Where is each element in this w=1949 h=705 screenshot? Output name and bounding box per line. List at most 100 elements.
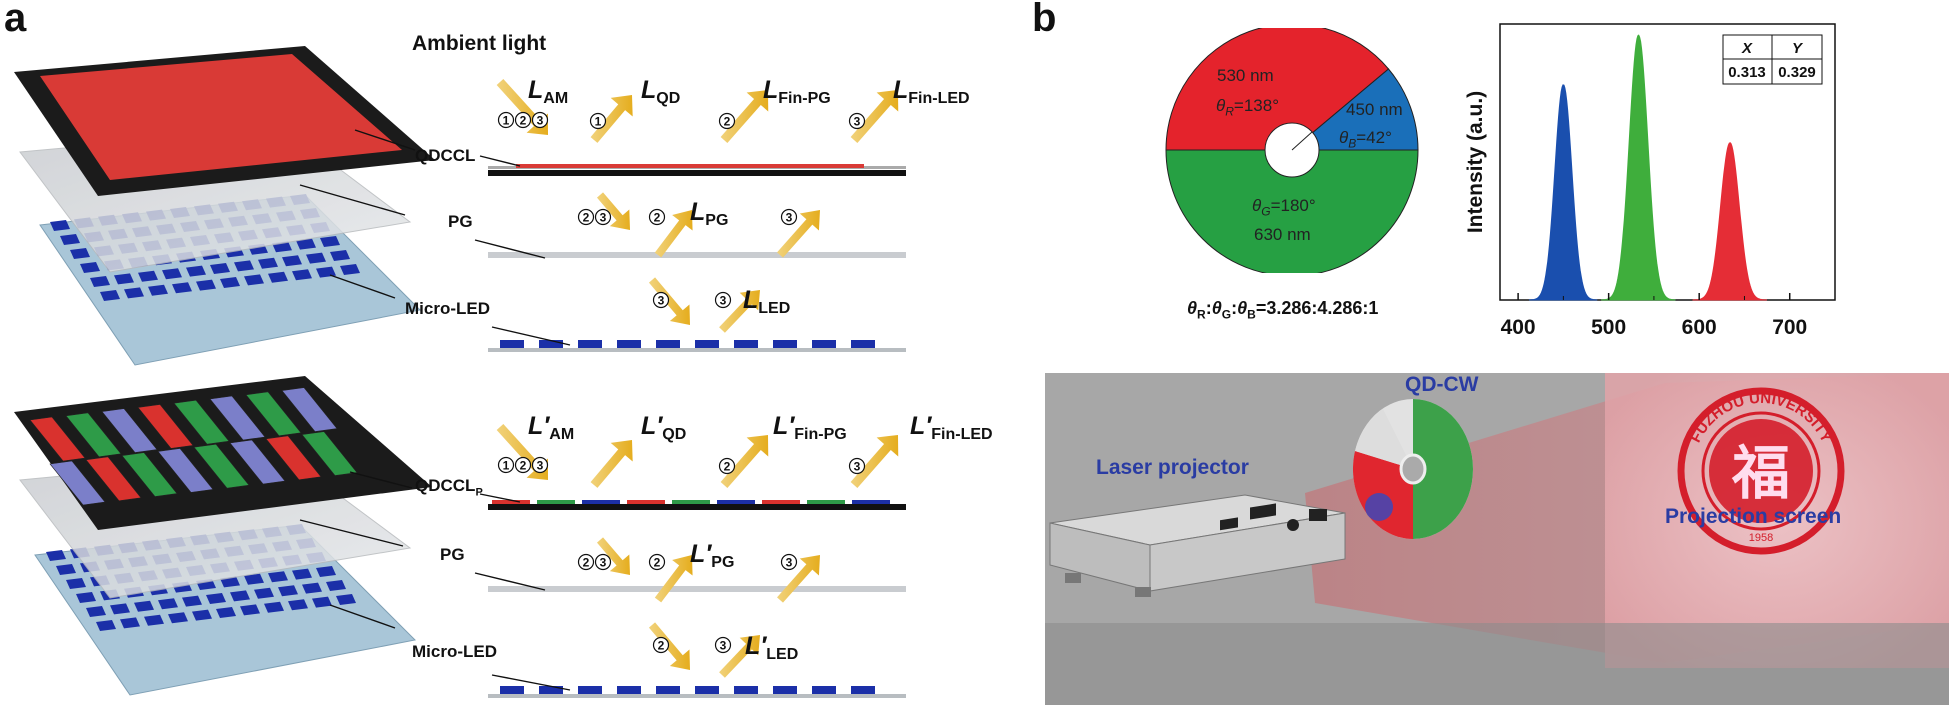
light-arrow	[777, 555, 820, 603]
micro-led-chip	[182, 595, 202, 607]
micro-led-chip	[258, 257, 278, 269]
micro-led-chip	[254, 587, 274, 599]
x-tick-label: 700	[1772, 316, 1807, 339]
micro-led-chip	[268, 571, 288, 583]
panel-a-illustration	[14, 46, 906, 698]
light-arrow	[777, 210, 820, 258]
light-arrow	[654, 210, 693, 258]
micro-led-chip	[234, 260, 254, 272]
micro-led-chip	[773, 686, 797, 694]
x-tick-label: 400	[1501, 316, 1536, 339]
color-strip	[157, 448, 214, 493]
micro-led-chip	[86, 606, 106, 617]
pie-label-red-angle: θR=138°	[1216, 96, 1279, 119]
cie-header-y: Y	[1792, 40, 1804, 57]
light-arrows	[496, 78, 899, 678]
micro-led-chip	[336, 594, 356, 605]
pie-label-green-nm: 630 nm	[1254, 225, 1311, 244]
micro-led-chip	[578, 340, 602, 348]
bottom-pg-label: PG	[440, 545, 465, 564]
light-arrow	[654, 555, 693, 603]
color-strip-cross-section	[537, 500, 575, 504]
micro-led-chip	[220, 277, 240, 288]
micro-led-chip	[168, 612, 188, 624]
micro-led-chip	[66, 578, 86, 589]
micro-led-chip	[206, 593, 226, 604]
color-strip	[229, 439, 286, 485]
micro-led-chip	[114, 273, 134, 285]
color-strip	[29, 416, 86, 462]
micro-led-chip	[268, 271, 288, 283]
color-strip-cross-section	[717, 500, 755, 504]
micro-led-chip	[278, 585, 298, 597]
laser-projector-device	[1049, 494, 1346, 597]
micro-led-chip	[500, 340, 524, 348]
color-strip	[281, 387, 338, 432]
micro-led-chip	[46, 550, 66, 561]
micro-led-chip	[50, 220, 70, 231]
light-arrow	[719, 635, 760, 678]
color-strip	[209, 395, 266, 441]
micro-led-chip	[192, 609, 212, 621]
micro-led-chip	[539, 340, 563, 348]
micro-led-chip	[158, 598, 178, 610]
projection-screen-label: Projection screen	[1665, 505, 1842, 528]
micro-led-chip	[296, 238, 316, 250]
color-strip	[301, 431, 358, 476]
y-axis-label: Intensity (a.u.)	[1464, 91, 1487, 233]
ambient-light-title: Ambient light	[412, 32, 547, 55]
micro-led-chip	[656, 340, 680, 348]
panel-a-letter: a	[4, 0, 27, 40]
micro-led-chip	[138, 270, 158, 282]
micro-led-chip	[264, 601, 284, 613]
micro-led-chip	[812, 686, 836, 694]
micro-led-chip	[695, 686, 719, 694]
micro-led-chip	[120, 617, 140, 629]
micro-led-chip	[70, 248, 90, 259]
top-L-QD: LQD	[641, 76, 681, 107]
top-pg-label: PG	[448, 212, 473, 231]
light-arrow	[720, 90, 769, 143]
micro-led-chip	[617, 686, 641, 694]
color-strip	[193, 443, 250, 489]
micro-led-chip	[244, 573, 264, 585]
micro-led-chip	[210, 263, 230, 274]
bottom-cross-section	[474, 493, 906, 698]
color-strip	[137, 404, 194, 449]
micro-led-chip	[110, 603, 130, 615]
micro-led-chip	[288, 599, 308, 611]
spectrum-peak-0	[1528, 84, 1598, 301]
qd-cw-label: QD-CW	[1405, 373, 1479, 396]
color-strip-cross-section	[672, 500, 710, 504]
micro-led-chip	[851, 686, 875, 694]
pie-label-blue-nm: 450 nm	[1346, 100, 1403, 119]
micro-led-chip	[656, 686, 680, 694]
theta-ratio: θR:θG:θB=3.286:4.286:1	[1187, 298, 1379, 322]
svg-text:福: 福	[1731, 441, 1790, 506]
color-strip	[49, 460, 106, 506]
svg-text:1958: 1958	[1749, 532, 1773, 544]
color-strip	[121, 452, 178, 497]
pie-label-green-angle: θG=180°	[1252, 196, 1316, 219]
micro-led-chip	[695, 340, 719, 348]
micro-led-chip	[302, 582, 322, 594]
x-tick-label: 500	[1591, 316, 1626, 339]
micro-led-chip	[90, 276, 110, 287]
color-strip	[101, 408, 158, 453]
micro-led-chip	[240, 604, 260, 616]
micro-led-chip	[80, 262, 100, 273]
micro-led-chip	[292, 269, 312, 281]
micro-led-chip	[326, 580, 346, 591]
color-strip	[65, 412, 122, 458]
bottom-L-FinPG: L′Fin-PG	[773, 412, 847, 443]
micro-led-chip	[306, 252, 326, 264]
light-arrow	[590, 95, 633, 143]
color-strip-cross-section	[807, 500, 845, 504]
top-L-PG: LPG	[690, 198, 729, 229]
color-strip	[245, 391, 302, 437]
micro-led-chip	[230, 590, 250, 602]
bottom-L-AM: L′AM	[528, 412, 575, 443]
micro-led-chip	[216, 607, 236, 618]
micro-led-chip	[316, 566, 336, 577]
